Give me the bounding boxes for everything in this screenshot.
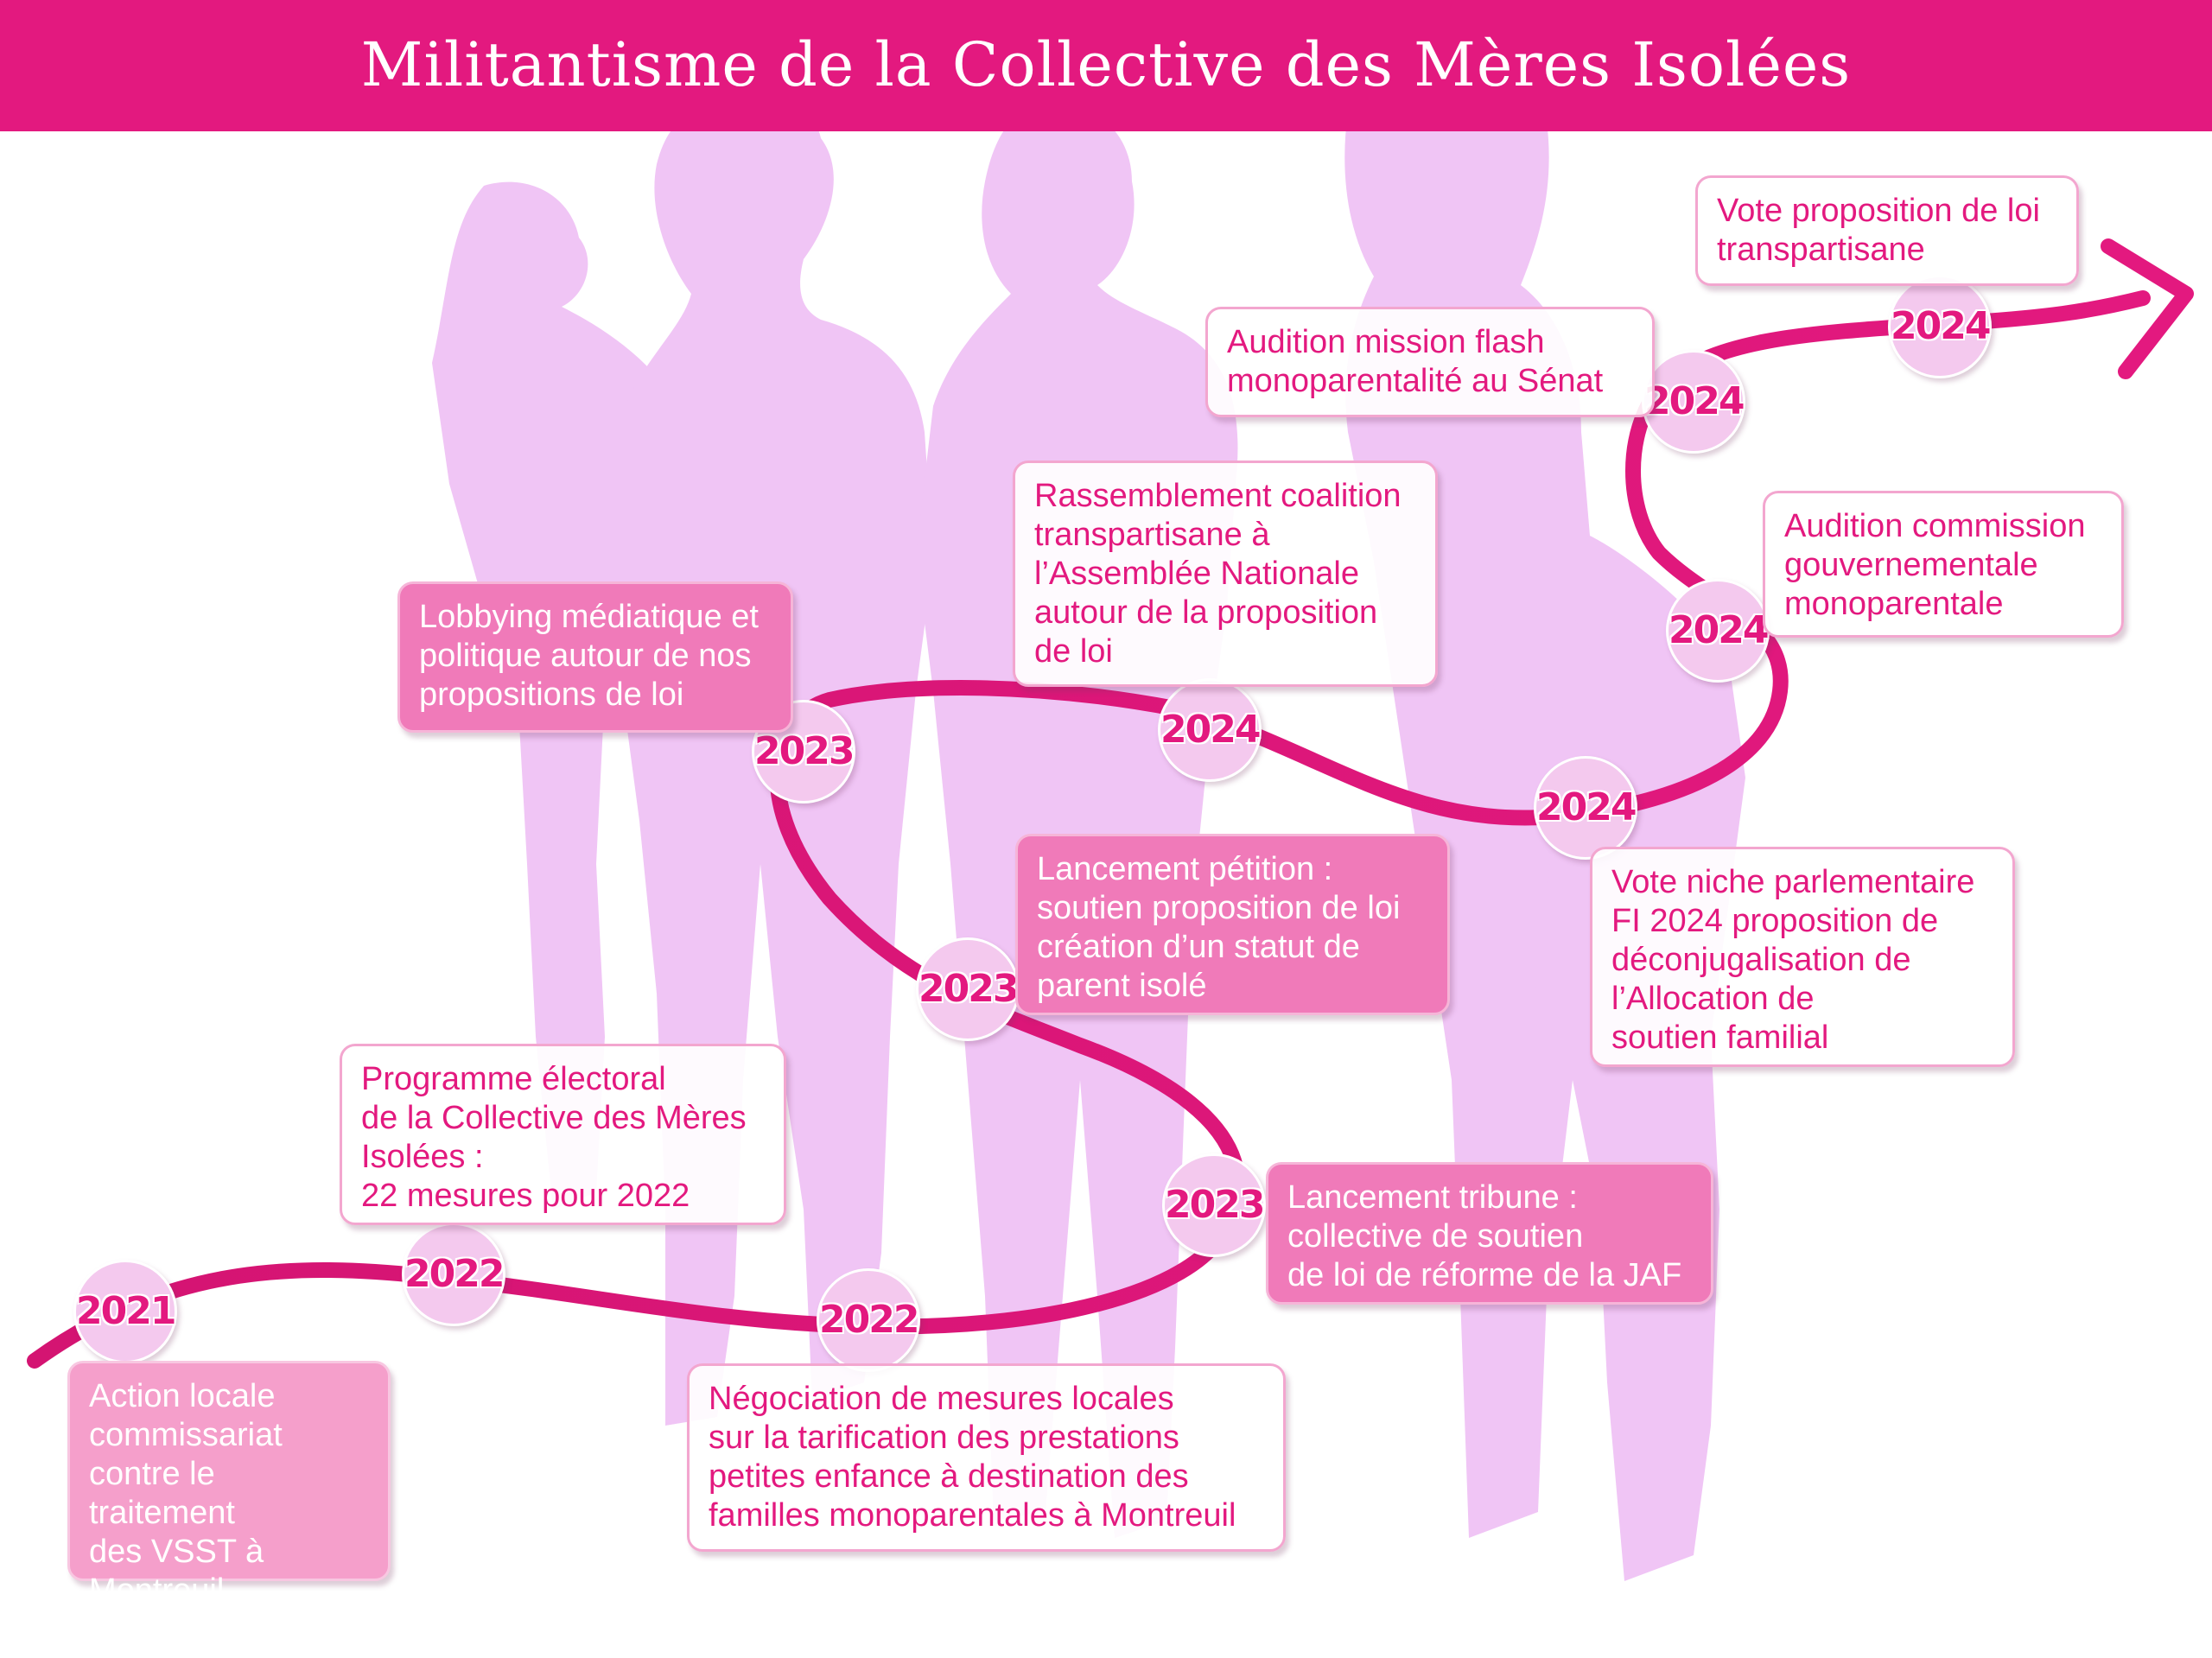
- year-marker-2024-d: 2024: [1642, 350, 1745, 454]
- event-box-action-locale: Action locale commissariat contre le tra…: [67, 1361, 391, 1609]
- event-box-vote-niche: Vote niche parlementaire FI 2024 proposi…: [1590, 847, 2015, 1067]
- event-box-rassemblement: Rassemblement coalition transpartisane à…: [1013, 461, 1438, 687]
- event-box-audition-senat: Audition mission flash monoparentalité a…: [1205, 307, 1655, 417]
- year-marker-2024-a: 2024: [1158, 678, 1262, 782]
- year-marker-2024-b: 2024: [1534, 756, 1637, 860]
- event-box-vote-proposition: Vote proposition de loi transpartisane: [1695, 175, 2079, 286]
- year-marker-2023-a: 2023: [1162, 1153, 1266, 1257]
- event-box-programme-electoral: Programme électoral de la Collective des…: [340, 1044, 786, 1225]
- event-box-lobbying: Lobbying médiatique et politique autour …: [397, 581, 793, 733]
- year-marker-2023-b: 2023: [916, 937, 1020, 1041]
- year-marker-2022-b: 2022: [817, 1268, 920, 1372]
- header-bar: [0, 0, 2212, 131]
- event-box-lancement-petition: Lancement pétition : soutien proposition…: [1015, 834, 1450, 1015]
- event-box-audition-commission: Audition commission gouvernementale mono…: [1763, 491, 2124, 638]
- year-marker-2024-c: 2024: [1666, 579, 1770, 683]
- year-marker-2023-c: 2023: [752, 700, 855, 804]
- page-title: Militantisme de la Collective des Mères …: [360, 29, 1852, 100]
- timeline-arrowhead: [2101, 238, 2194, 379]
- event-box-negociation: Négociation de mesures locales sur la ta…: [687, 1363, 1286, 1552]
- year-marker-2022-a: 2022: [402, 1223, 505, 1326]
- year-marker-2024-e: 2024: [1888, 275, 1992, 378]
- event-box-lancement-tribune: Lancement tribune : collective de soutie…: [1266, 1162, 1713, 1305]
- year-marker-2021: 2021: [73, 1260, 177, 1363]
